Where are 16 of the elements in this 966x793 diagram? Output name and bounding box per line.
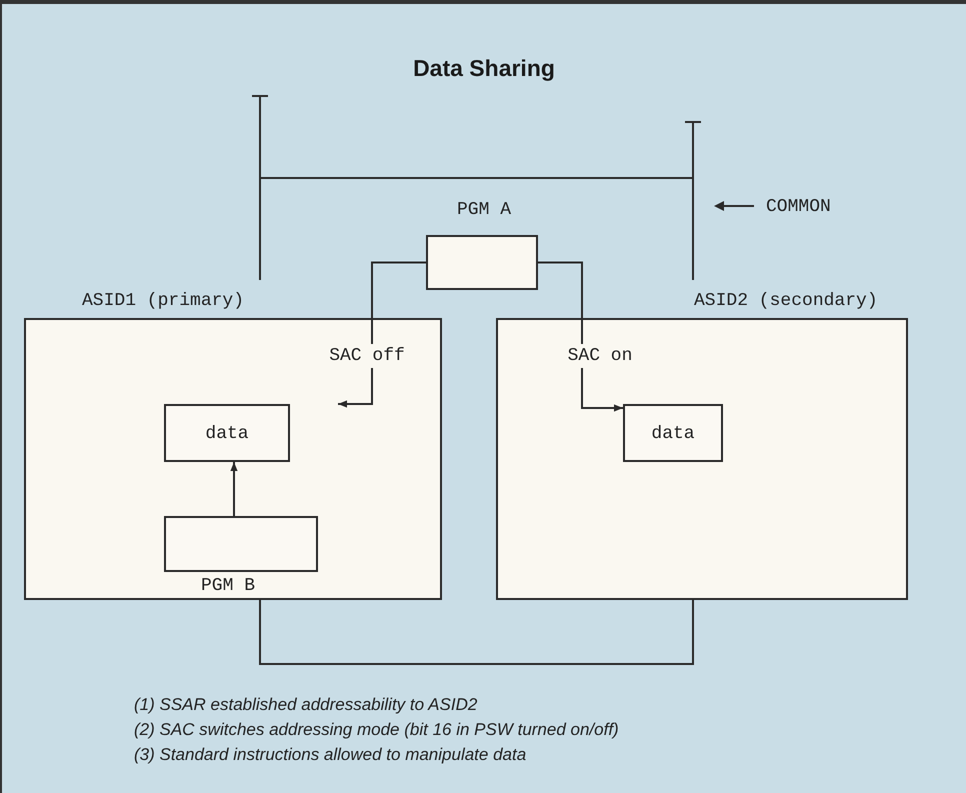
footnote: (2) SAC switches addressing mode (bit 16 in PSW turned on/off) bbox=[134, 719, 619, 741]
connector-arrow bbox=[538, 262, 623, 412]
connector-arrow bbox=[338, 262, 426, 408]
diagram-title: Data Sharing bbox=[412, 54, 556, 83]
box-label: data bbox=[204, 423, 250, 446]
footnote: (3) Standard instructions allowed to manipulate data bbox=[134, 744, 528, 766]
box-label: PGM A bbox=[456, 199, 512, 222]
box-label: ASID1 (primary) bbox=[82, 290, 244, 313]
pointer-label: COMMON bbox=[766, 196, 831, 219]
footnote: (1) SSAR established addressability to ASID2 bbox=[134, 694, 478, 716]
box-label: PGM B bbox=[200, 576, 256, 596]
box-label: ASID2 (secondary) bbox=[694, 290, 878, 313]
connector-arrow bbox=[230, 462, 238, 516]
process-box bbox=[164, 404, 290, 462]
process-box bbox=[623, 404, 723, 462]
box-label: data bbox=[650, 423, 696, 446]
